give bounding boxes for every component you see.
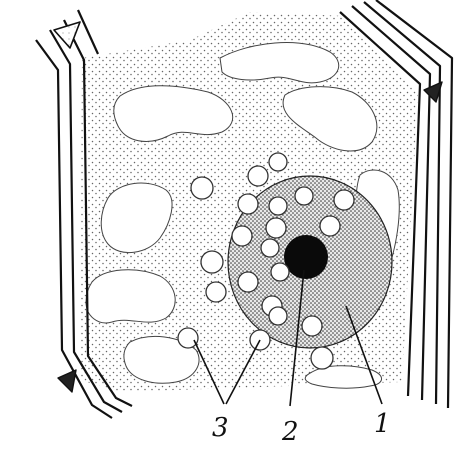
plastid (269, 153, 287, 171)
plastid (201, 251, 223, 273)
plastid (248, 166, 268, 186)
nucleolus (284, 235, 328, 279)
plastid (238, 194, 258, 214)
wall-junction-bottom-left (58, 370, 76, 392)
plastid (269, 307, 287, 325)
plastid (206, 282, 226, 302)
plastid (232, 226, 252, 246)
label-2: 2 (281, 417, 299, 447)
plastid (302, 316, 322, 336)
plastid (238, 272, 258, 292)
plastid (271, 263, 289, 281)
plastid (311, 347, 333, 369)
plastid (191, 177, 213, 199)
vacuole-lower-left (86, 270, 175, 323)
label-3: 3 (212, 413, 229, 443)
plastid (178, 328, 198, 348)
plastid (295, 187, 313, 205)
plastid (266, 218, 286, 238)
plastid (261, 239, 279, 257)
plastid (320, 216, 340, 236)
plastid (334, 190, 354, 210)
plastid (269, 197, 287, 215)
label-1: 1 (374, 409, 391, 439)
